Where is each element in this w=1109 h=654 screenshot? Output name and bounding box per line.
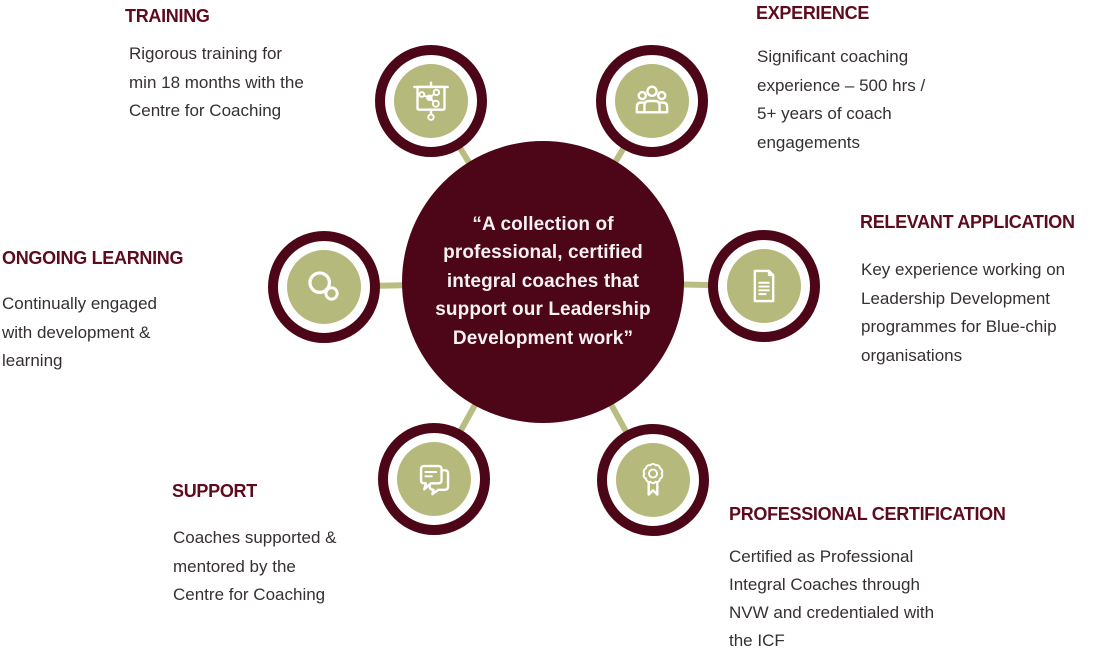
training-title: TRAINING xyxy=(125,6,210,26)
ongoing-learning-title: ONGOING LEARNING xyxy=(2,248,184,268)
central-quote: “A collection of professional, certified… xyxy=(435,213,651,349)
training-node-circle xyxy=(375,45,487,157)
support-node-circle xyxy=(378,423,490,535)
professional-certification-title: PROFESSIONAL CERTIFICATION xyxy=(729,504,1006,524)
experience-node-circle xyxy=(596,45,708,157)
experience-description: Significant coaching experience – 500 hr… xyxy=(757,47,926,152)
presentation-board-icon xyxy=(413,81,449,121)
document-icon xyxy=(753,269,775,303)
linked-circles-icon xyxy=(308,271,339,301)
ongoing-learning-node-circle xyxy=(268,231,380,343)
support-title: SUPPORT xyxy=(172,481,257,501)
central-statement-circle: “A collection of professional, certified… xyxy=(402,141,684,423)
relevant-application-node-circle xyxy=(708,230,820,342)
chat-bubbles-icon xyxy=(419,464,450,496)
award-ribbon-icon xyxy=(642,463,664,496)
relevant-application-title: RELEVANT APPLICATION xyxy=(860,212,1075,232)
professional-certification-description: Certified as Professional Integral Coach… xyxy=(729,547,935,650)
professional-certification-node-circle xyxy=(597,424,709,536)
relevant-application-description: Key experience working on Leadership Dev… xyxy=(861,260,1066,365)
people-group-icon xyxy=(635,85,669,114)
training-description: Rigorous training for min 18 months with… xyxy=(129,44,304,120)
ongoing-learning-description: Continually engaged with development & l… xyxy=(2,294,158,370)
support-description: Coaches supported & mentored by the Cent… xyxy=(173,528,337,604)
experience-title: EXPERIENCE xyxy=(756,3,870,23)
